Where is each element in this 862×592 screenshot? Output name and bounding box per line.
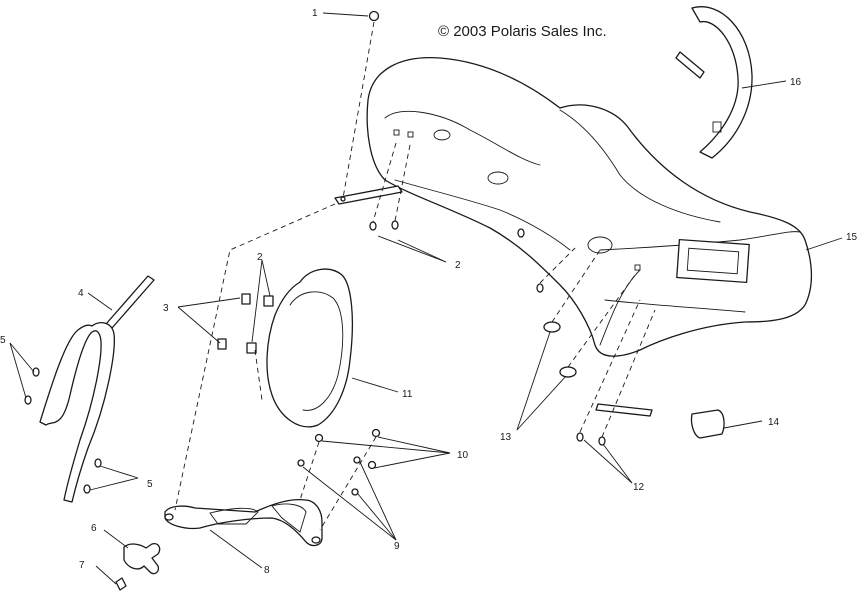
knob <box>123 542 161 575</box>
hardware <box>24 10 725 496</box>
callout-2-upper: 2 <box>257 252 263 263</box>
callout-2-lower: 2 <box>455 260 461 271</box>
callout-5-lower: 5 <box>147 479 153 490</box>
callout-12: 12 <box>633 482 645 493</box>
callout-8: 8 <box>264 565 270 576</box>
callout-3: 3 <box>163 303 169 314</box>
callout-15: 15 <box>846 232 858 243</box>
backrest-bracket <box>164 499 323 547</box>
callout-9: 9 <box>394 541 400 552</box>
callouts: 1 2 2 3 4 5 5 6 7 8 9 10 11 12 13 14 15 … <box>0 8 858 576</box>
callout-14: 14 <box>768 417 780 428</box>
callout-16: 16 <box>790 77 802 88</box>
callout-6: 6 <box>91 523 97 534</box>
callout-11: 11 <box>402 389 413 400</box>
assembly-lines <box>174 21 656 531</box>
copyright-text: © 2003 Polaris Sales Inc. <box>438 23 607 40</box>
backrest-pad <box>266 268 354 428</box>
seat-main <box>366 56 813 357</box>
backrest-frame <box>39 275 155 503</box>
callout-7: 7 <box>79 560 85 571</box>
callout-4: 4 <box>78 288 84 299</box>
seat-strap <box>675 6 753 159</box>
bolt-7 <box>115 577 127 591</box>
leader-lines <box>9 12 843 585</box>
callout-5-upper: 5 <box>0 335 6 346</box>
callout-10: 10 <box>457 450 469 461</box>
callout-13: 13 <box>500 432 512 443</box>
callout-1: 1 <box>312 8 318 19</box>
